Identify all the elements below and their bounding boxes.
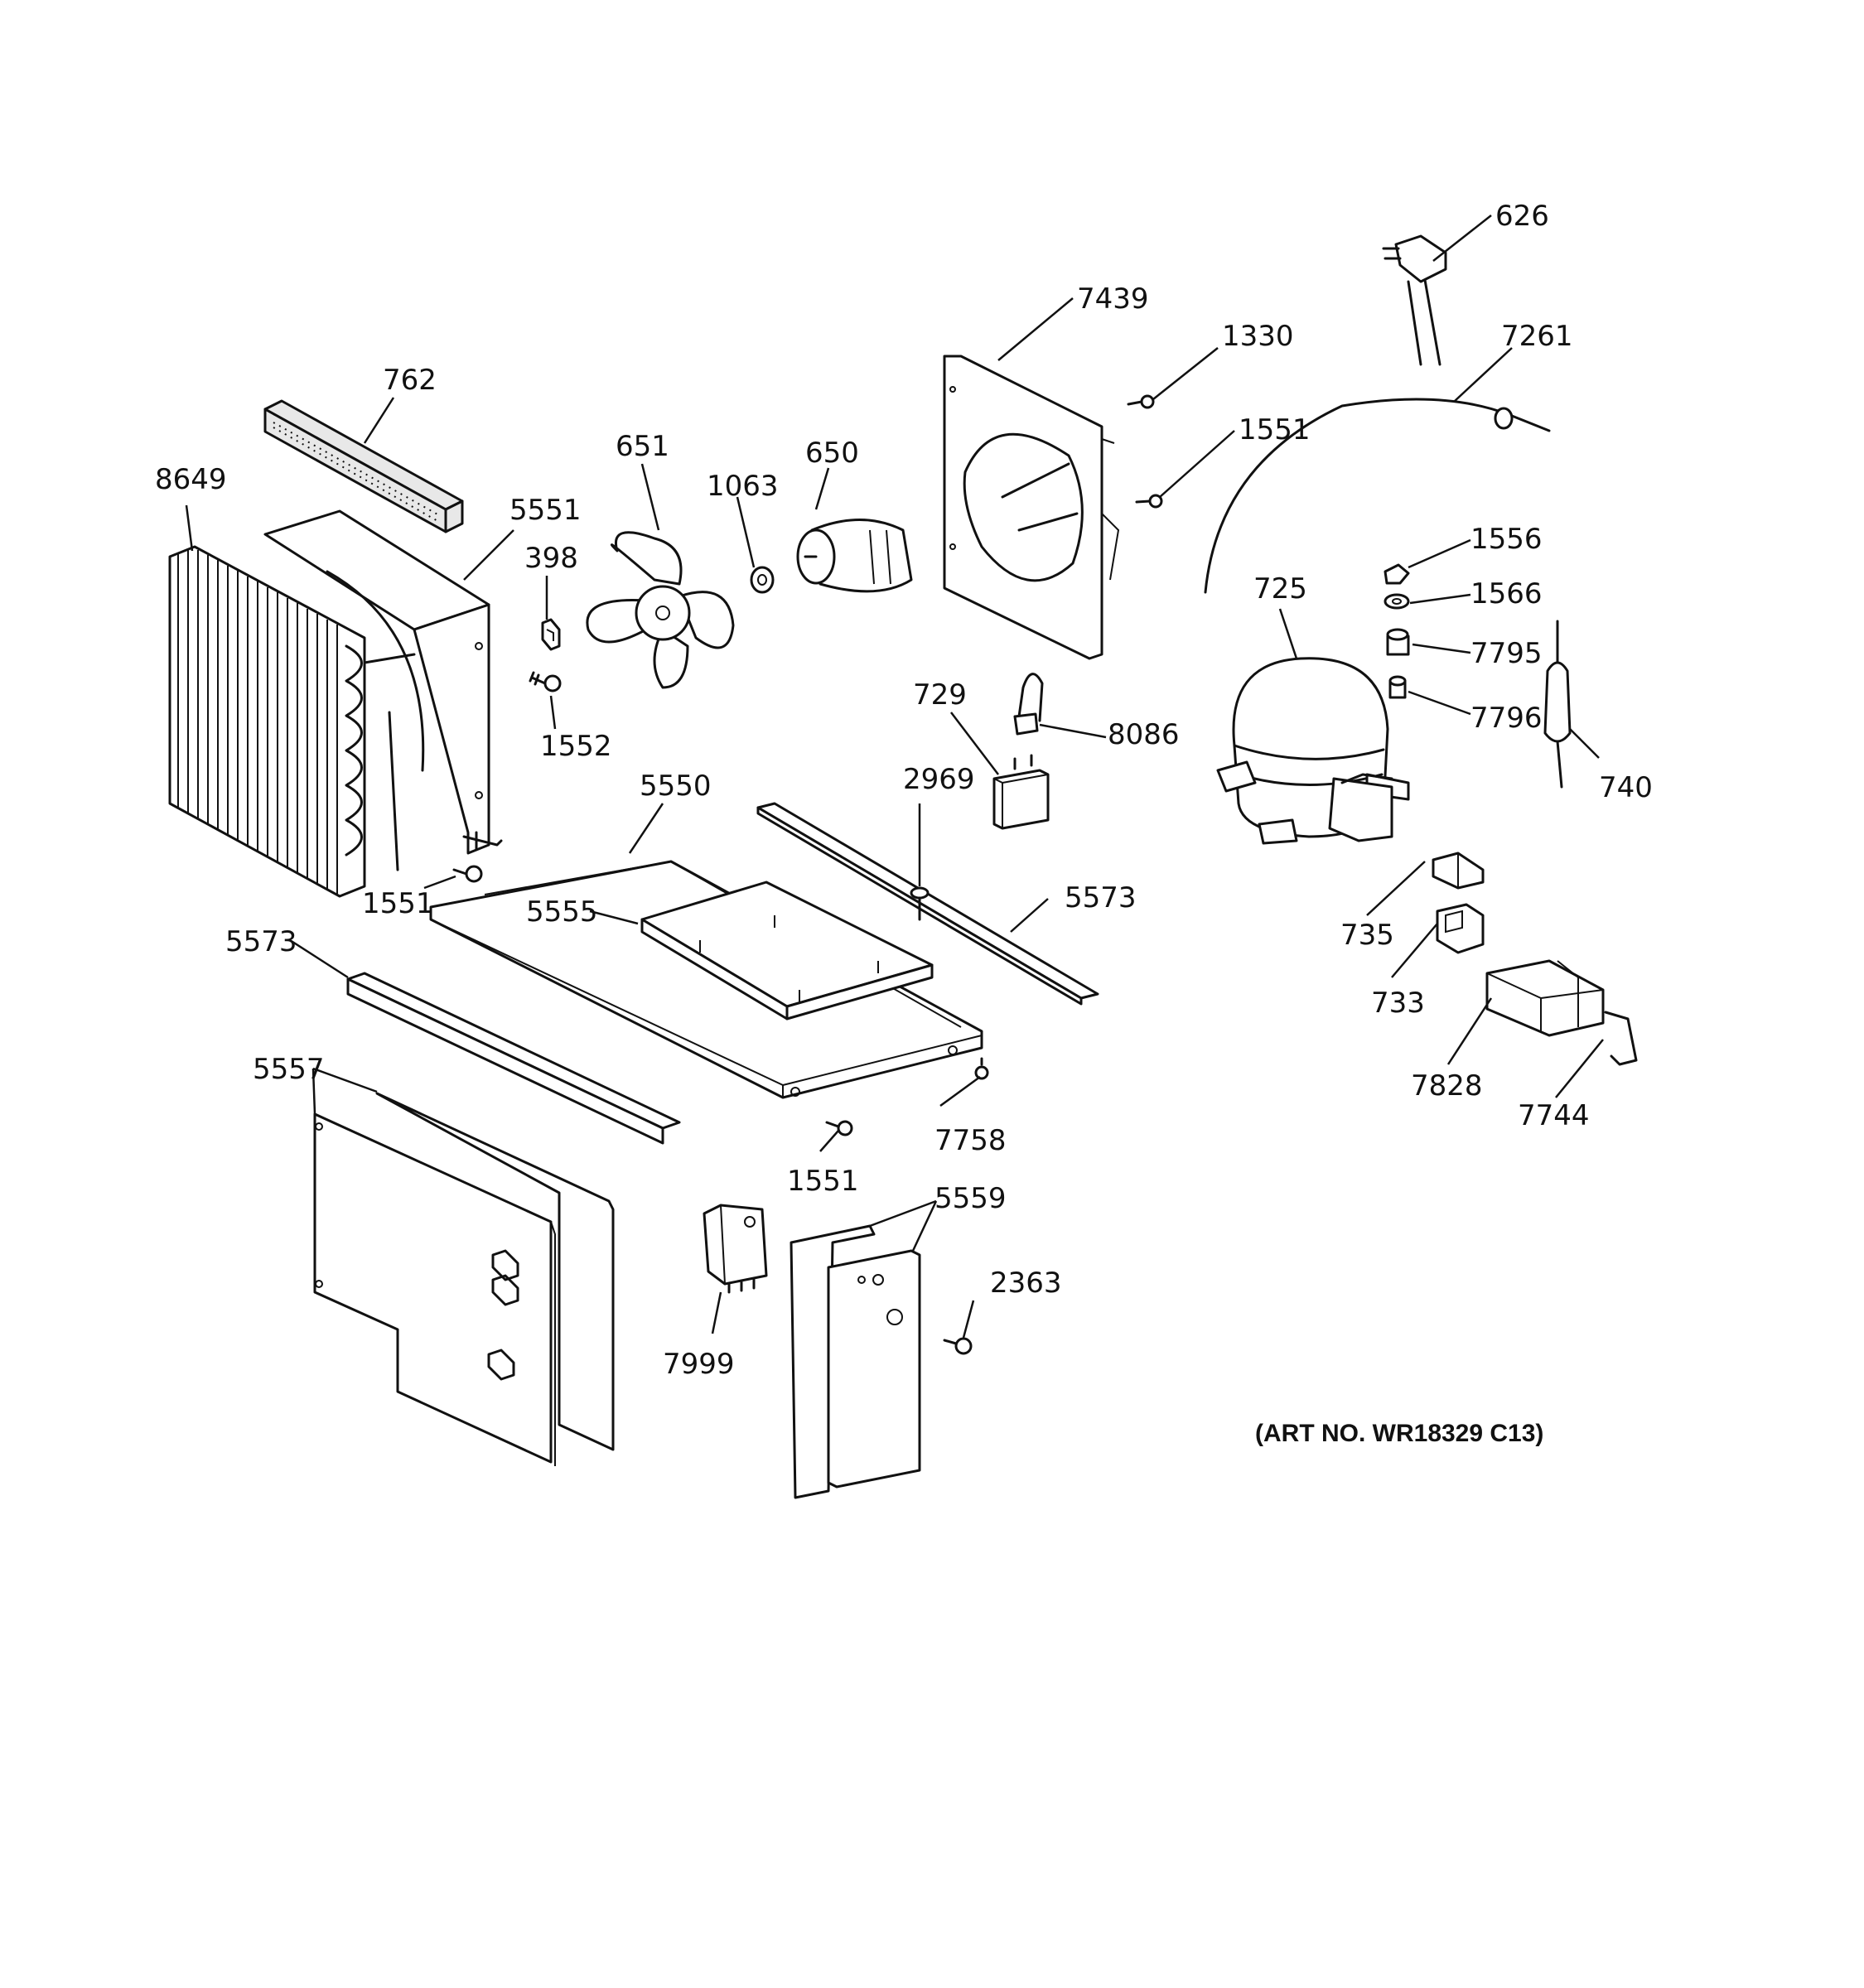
part-651-fan-blade xyxy=(586,531,735,689)
part-398-clip xyxy=(541,618,561,651)
label-762: 762 xyxy=(383,364,437,397)
label-1063: 1063 xyxy=(707,470,779,503)
part-7796-sleeve xyxy=(1388,675,1407,699)
label-1566: 1566 xyxy=(1470,577,1543,610)
part-5550-base-pan xyxy=(429,860,983,1099)
part-740-dryer xyxy=(1543,620,1572,789)
label-5550: 5550 xyxy=(640,770,712,803)
label-7744: 7744 xyxy=(1518,1099,1590,1132)
part-1556-nut xyxy=(1384,563,1410,585)
part-1330-screw xyxy=(1127,394,1155,409)
part-626-plug xyxy=(1382,234,1447,366)
label-1330: 1330 xyxy=(1222,320,1294,353)
part-650-fan-motor xyxy=(796,519,913,593)
part-7439-fan-bracket xyxy=(943,355,1120,660)
art-number-caption: (ART NO. WR18329 C13) xyxy=(1255,1420,1543,1447)
label-7999: 7999 xyxy=(663,1348,735,1381)
label-1556: 1556 xyxy=(1470,523,1543,556)
part-5557-access-panel xyxy=(313,1092,615,1466)
label-733: 733 xyxy=(1371,987,1425,1020)
label-729: 729 xyxy=(913,678,967,712)
leader-lines xyxy=(185,215,1604,1339)
part-733-overload xyxy=(1436,903,1485,954)
label-5573-left: 5573 xyxy=(225,925,297,958)
part-5551-fan-shroud xyxy=(263,509,503,855)
label-7795: 7795 xyxy=(1470,637,1543,670)
label-651: 651 xyxy=(616,430,669,463)
label-2363: 2363 xyxy=(990,1267,1062,1300)
label-7828: 7828 xyxy=(1411,1069,1483,1103)
part-5559-panel xyxy=(790,1224,921,1499)
label-398: 398 xyxy=(524,542,578,575)
label-740: 740 xyxy=(1599,771,1653,804)
part-725-compressor xyxy=(1216,657,1410,845)
label-650: 650 xyxy=(805,437,859,470)
label-5559: 5559 xyxy=(934,1182,1007,1215)
label-1552: 1552 xyxy=(540,730,612,763)
label-5557: 5557 xyxy=(253,1053,325,1086)
part-1551-screw-upper xyxy=(1135,494,1163,509)
part-729-relay xyxy=(992,754,1050,830)
label-5555: 5555 xyxy=(526,895,598,929)
part-2969-bolt xyxy=(910,886,930,921)
part-7744-clip xyxy=(1604,1011,1638,1066)
label-626: 626 xyxy=(1495,200,1549,233)
label-8649: 8649 xyxy=(155,463,227,496)
label-1551-coil: 1551 xyxy=(362,887,434,920)
part-7795-grommet xyxy=(1386,628,1410,656)
part-1552-screw xyxy=(529,671,562,692)
label-5573-right: 5573 xyxy=(1065,881,1137,914)
label-1551-lower: 1551 xyxy=(787,1165,859,1198)
label-8086: 8086 xyxy=(1108,718,1180,751)
part-labels: 626 7439 1330 7261 762 1551 651 650 8649… xyxy=(155,200,1653,1447)
label-735: 735 xyxy=(1340,919,1394,952)
part-8649-condenser-coil xyxy=(168,545,416,898)
part-762-foam-strip xyxy=(263,399,464,533)
part-7758-screw xyxy=(974,1057,989,1080)
part-5555-tray xyxy=(640,881,934,1021)
label-5551: 5551 xyxy=(509,494,582,527)
part-1063-washer xyxy=(750,566,775,594)
part-7261-cord xyxy=(1204,398,1551,594)
label-725: 725 xyxy=(1253,572,1307,606)
part-7999-timer xyxy=(703,1204,768,1294)
label-7261: 7261 xyxy=(1501,320,1573,353)
part-1551-screw-lower xyxy=(825,1120,853,1136)
part-7828-start-relay xyxy=(1485,959,1605,1037)
part-735-cover xyxy=(1432,852,1485,890)
part-1566-washer xyxy=(1384,593,1410,610)
part-8086-clip xyxy=(1013,673,1044,736)
part-5573-rail-left xyxy=(346,972,681,1145)
part-2363-screw xyxy=(943,1337,973,1355)
label-1551-upper: 1551 xyxy=(1239,413,1311,446)
label-2969: 2969 xyxy=(903,763,975,796)
label-7796: 7796 xyxy=(1470,702,1543,735)
label-7439: 7439 xyxy=(1077,282,1149,316)
part-1551-screw-coil xyxy=(452,865,483,883)
label-7758: 7758 xyxy=(934,1124,1007,1157)
